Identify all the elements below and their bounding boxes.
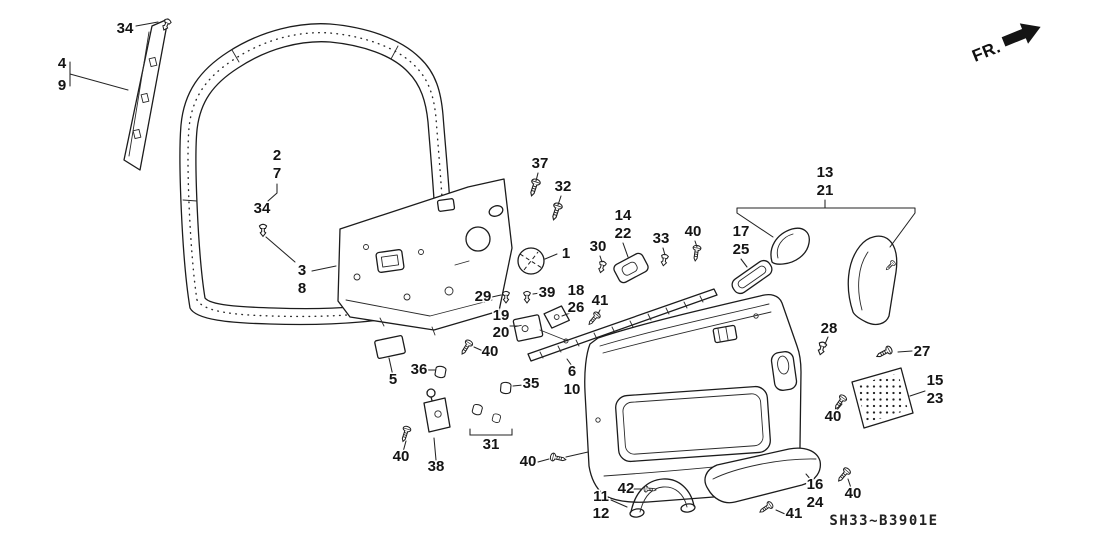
bracket-18-26 bbox=[543, 305, 570, 329]
part-label-34-upper[interactable]: 34 bbox=[115, 19, 135, 39]
door-inner-panel bbox=[337, 178, 513, 336]
part-label-1[interactable]: 1 bbox=[560, 244, 571, 264]
inside-handle-19-20 bbox=[512, 314, 569, 344]
part-label-31[interactable]: 31 bbox=[481, 435, 501, 455]
part-label-4[interactable]: 4 bbox=[56, 54, 68, 74]
part-label-19[interactable]: 19 bbox=[491, 306, 511, 326]
screw-icon bbox=[398, 424, 413, 444]
part-label-29[interactable]: 29 bbox=[473, 287, 493, 307]
part-label-12[interactable]: 12 bbox=[591, 504, 611, 524]
pull-cup-escutcheon-14-22 bbox=[613, 252, 649, 284]
clip-icon bbox=[523, 290, 531, 304]
screw-icon bbox=[874, 344, 894, 361]
part-label-38[interactable]: 38 bbox=[426, 457, 446, 477]
speaker-grille bbox=[851, 367, 914, 429]
part-label-17[interactable]: 17 bbox=[731, 222, 751, 242]
door-grip-handle bbox=[629, 478, 696, 518]
part-label-20[interactable]: 20 bbox=[491, 323, 511, 343]
door-handle-bezel bbox=[770, 351, 798, 391]
part-label-32[interactable]: 32 bbox=[553, 177, 573, 197]
leader-lines bbox=[69, 21, 926, 515]
part-label-28[interactable]: 28 bbox=[819, 319, 839, 339]
window-switch-hole bbox=[712, 324, 738, 344]
part-label-34-lower[interactable]: 34 bbox=[252, 199, 272, 219]
corner-garnish-rear bbox=[847, 235, 898, 326]
part-label-18[interactable]: 18 bbox=[566, 281, 586, 301]
screw-icon bbox=[526, 177, 542, 198]
part-label-35[interactable]: 35 bbox=[521, 374, 541, 394]
part-label-11[interactable]: 11 bbox=[592, 487, 611, 507]
grommet-icon bbox=[491, 412, 502, 424]
screw-icon bbox=[458, 338, 475, 357]
grommet-icon bbox=[471, 403, 484, 417]
screw-icon bbox=[757, 500, 775, 516]
door-trim-panel bbox=[584, 294, 802, 503]
fr-direction-marker: FR. bbox=[968, 23, 1041, 67]
pillar-seal-strip bbox=[123, 18, 169, 171]
part-label-40-c[interactable]: 40 bbox=[391, 447, 411, 467]
trim-pocket bbox=[615, 385, 771, 463]
trim-pad-17-25 bbox=[731, 259, 773, 295]
part-label-24[interactable]: 24 bbox=[805, 493, 825, 513]
round-escutcheon bbox=[517, 247, 545, 275]
part-label-30[interactable]: 30 bbox=[588, 237, 608, 257]
part-label-36[interactable]: 36 bbox=[409, 360, 429, 380]
screw-icon bbox=[835, 466, 853, 485]
corner-garnish-front bbox=[770, 227, 810, 265]
patch-plate-5 bbox=[374, 335, 406, 359]
part-label-7[interactable]: 7 bbox=[271, 164, 282, 184]
grommet-icon bbox=[499, 381, 512, 395]
lock-knob-bracket-38 bbox=[423, 388, 451, 433]
part-label-39[interactable]: 39 bbox=[537, 283, 557, 303]
part-label-6[interactable]: 6 bbox=[566, 362, 577, 382]
clip-icon bbox=[659, 253, 670, 267]
part-label-40-e[interactable]: 40 bbox=[823, 407, 843, 427]
fr-arrow-icon bbox=[1001, 23, 1041, 47]
screw-icon bbox=[548, 201, 564, 222]
part-label-41-a[interactable]: 41 bbox=[590, 291, 610, 311]
part-label-3[interactable]: 3 bbox=[296, 261, 307, 281]
part-label-25[interactable]: 25 bbox=[731, 240, 751, 260]
grommet-icon bbox=[434, 365, 447, 379]
part-label-33[interactable]: 33 bbox=[651, 229, 671, 249]
screw-icon bbox=[585, 310, 602, 328]
part-label-14[interactable]: 14 bbox=[613, 206, 633, 226]
part-label-13[interactable]: 13 bbox=[815, 163, 835, 183]
plug-set-31 bbox=[471, 403, 502, 424]
screw-icon bbox=[549, 452, 568, 465]
fr-label: FR. bbox=[969, 37, 1003, 65]
part-label-40-d[interactable]: 40 bbox=[518, 452, 538, 472]
clip-icon bbox=[502, 290, 510, 304]
part-label-5[interactable]: 5 bbox=[387, 370, 398, 390]
part-label-37[interactable]: 37 bbox=[530, 154, 550, 174]
part-label-15[interactable]: 15 bbox=[925, 371, 945, 391]
part-label-16[interactable]: 16 bbox=[805, 475, 825, 495]
door-molding-strip bbox=[527, 288, 718, 362]
part-label-22[interactable]: 22 bbox=[613, 224, 633, 244]
part-label-40-a[interactable]: 40 bbox=[683, 222, 703, 242]
clip-icon bbox=[258, 223, 268, 237]
part-callouts: 34 4 9 2 7 34 3 8 37 32 14 22 33 40 13 2… bbox=[56, 19, 945, 524]
armrest bbox=[704, 447, 822, 504]
diagram-code: SH33~B3901E bbox=[829, 513, 938, 529]
part-label-21[interactable]: 21 bbox=[815, 181, 835, 201]
part-label-26[interactable]: 26 bbox=[566, 298, 586, 318]
part-label-8[interactable]: 8 bbox=[296, 279, 307, 299]
part-label-42[interactable]: 42 bbox=[616, 479, 636, 499]
screw-icon bbox=[690, 244, 702, 262]
part-label-9[interactable]: 9 bbox=[56, 76, 67, 96]
part-label-10[interactable]: 10 bbox=[562, 380, 582, 400]
part-label-23[interactable]: 23 bbox=[925, 389, 945, 409]
part-label-41-b[interactable]: 41 bbox=[784, 504, 804, 524]
part-label-40-b[interactable]: 40 bbox=[480, 342, 500, 362]
part-label-40-f[interactable]: 40 bbox=[843, 484, 863, 504]
part-label-2[interactable]: 2 bbox=[271, 146, 282, 166]
part-label-27[interactable]: 27 bbox=[912, 342, 932, 362]
